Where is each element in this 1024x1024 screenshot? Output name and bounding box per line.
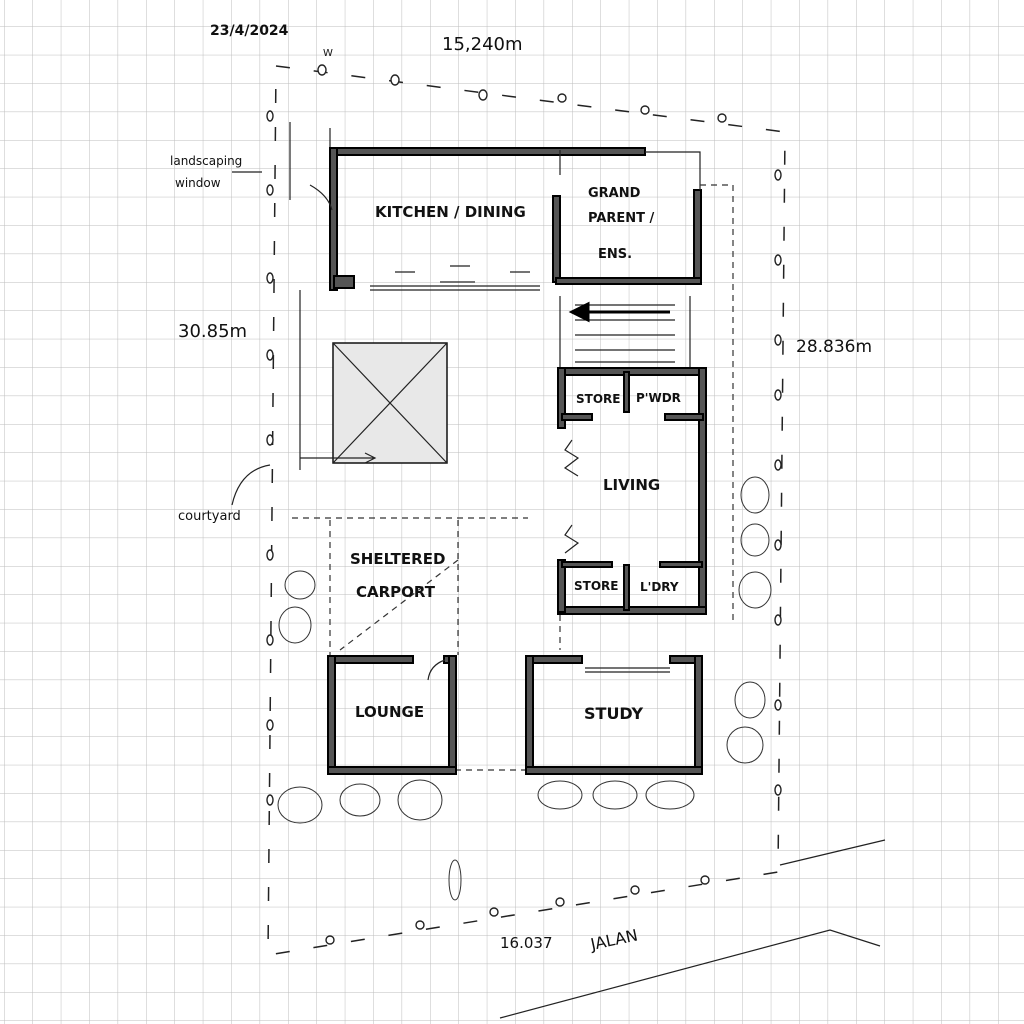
- right-dimension: 28.836m: [796, 337, 872, 357]
- road-edge-line: [779, 839, 886, 866]
- lounge-room: [327, 655, 457, 775]
- courtyard-void: [300, 342, 448, 464]
- left-dimension: 30.85m: [178, 321, 247, 342]
- date-label: 23/4/2024: [210, 23, 289, 39]
- carport-outline: [292, 517, 528, 655]
- courtyard-label: courtyard: [178, 509, 241, 524]
- study-label: STUDY: [584, 704, 644, 723]
- living-block: [557, 367, 707, 615]
- landscaping-label: landscaping: [170, 154, 242, 168]
- laundry-label: L'DRY: [640, 580, 679, 594]
- kitchen-dining-label: KITCHEN / DINING: [375, 203, 526, 221]
- powder-room-label: P'WDR: [636, 391, 681, 405]
- dashed-guide: [700, 184, 734, 620]
- leader-line: [231, 464, 271, 506]
- site-boundary: [266, 64, 786, 956]
- dashed-guide: [455, 615, 561, 771]
- ensuite-label: ENS.: [598, 247, 632, 262]
- top-dimension: 15,240m: [442, 34, 523, 55]
- bottom-dimension: 16.037: [500, 934, 553, 952]
- study-room: [525, 655, 703, 775]
- store-upper-label: STORE: [576, 392, 620, 406]
- lounge-label: LOUNGE: [355, 703, 424, 721]
- grandparent-ensuite-room: [552, 150, 702, 285]
- window-label: window: [175, 176, 221, 190]
- grandparent-label: GRAND: [588, 186, 641, 201]
- store-lower-label: STORE: [574, 579, 618, 593]
- staircase: [559, 296, 691, 372]
- grandparent-label: PARENT /: [588, 211, 655, 226]
- road-edge-line: [499, 929, 881, 1019]
- carport-label: SHELTERED: [350, 550, 445, 568]
- landscape-shrubs: [277, 476, 772, 901]
- living-label: LIVING: [603, 476, 660, 494]
- north-marker: W: [323, 48, 333, 59]
- carport-label: CARPORT: [356, 583, 436, 601]
